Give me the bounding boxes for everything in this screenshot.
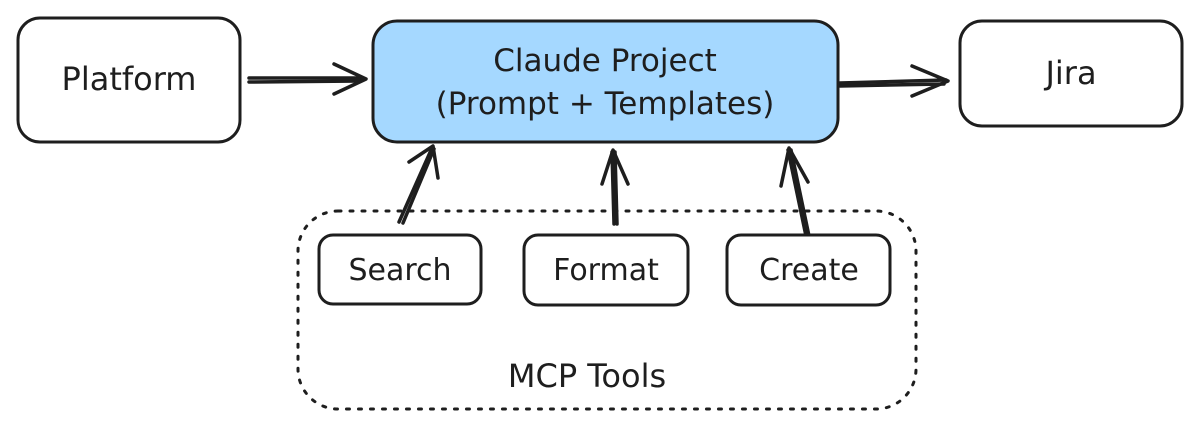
node-jira[interactable]: Jira — [958, 19, 1184, 128]
node-jira-box — [958, 19, 1184, 128]
node-claude-project-box — [371, 19, 840, 144]
node-create-box — [725, 233, 892, 307]
connectors — [247, 62, 950, 238]
node-search-label: Search — [348, 253, 451, 288]
node-platform-label: Platform — [62, 60, 197, 98]
mcp-tools-group-border — [296, 209, 918, 411]
arrow-create-to-project — [779, 146, 811, 238]
arrow-platform-to-project — [247, 62, 368, 96]
node-jira-label: Jira — [1043, 54, 1096, 92]
node-create-label: Create — [759, 253, 859, 288]
node-format-box — [522, 233, 690, 307]
arrow-project-to-jira — [838, 64, 950, 98]
node-format[interactable]: Format — [522, 233, 690, 307]
node-claude-project-title: Claude Project — [493, 43, 717, 79]
node-format-label: Format — [553, 253, 659, 288]
mcp-tools-label: MCP Tools — [508, 357, 666, 395]
node-create[interactable]: Create — [725, 233, 892, 307]
arrow-search-to-project — [397, 144, 440, 225]
node-claude-project-subtitle: (Prompt + Templates) — [436, 86, 775, 122]
node-search-box — [317, 233, 483, 306]
mcp-tools-group: MCP Tools — [296, 209, 918, 411]
node-platform-box — [16, 16, 242, 144]
node-search[interactable]: Search — [317, 233, 483, 306]
node-platform[interactable]: Platform — [16, 16, 242, 144]
node-claude-project[interactable]: Claude Project (Prompt + Templates) — [371, 19, 840, 144]
arrow-format-to-project — [600, 148, 630, 226]
